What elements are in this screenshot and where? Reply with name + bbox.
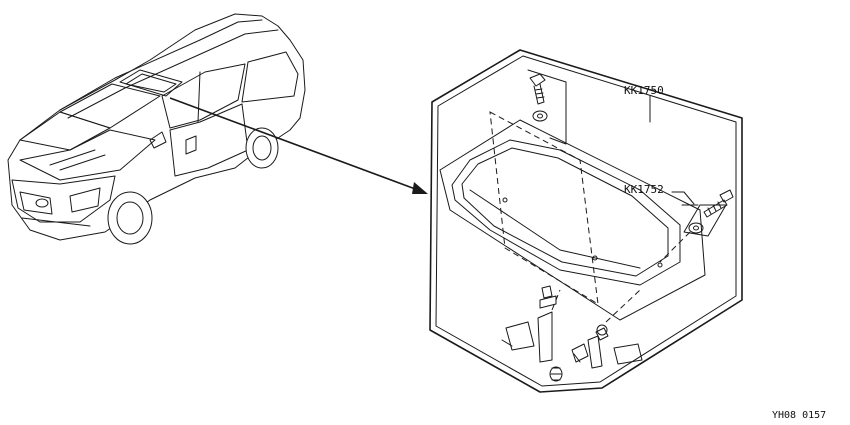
figure-code: YH08 0157 [772,410,826,421]
top-bolt [527,69,567,145]
side-bolt [659,189,734,263]
clips-and-brackets [501,285,643,382]
assembly-outline [429,49,743,393]
assembly-part-number: KK1750 [624,84,664,97]
vehicle-illustration [7,13,306,245]
spoiler-leader-line [671,191,695,205]
spoiler-part-number: KK1752 [624,183,664,196]
spoiler-part [439,119,706,321]
leader-arrow [169,97,428,194]
mounting-dashed-guide [489,111,599,305]
